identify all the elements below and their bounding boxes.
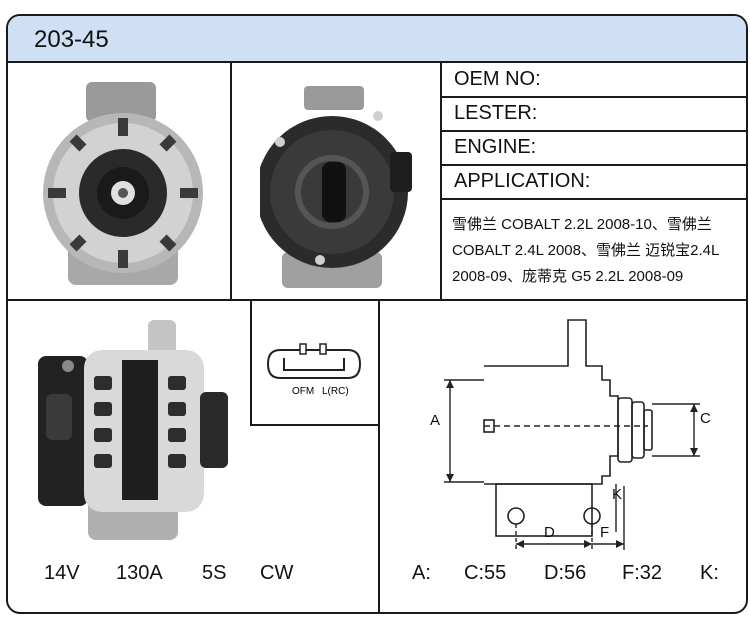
- connector-pin1-label: OFM: [292, 386, 314, 397]
- divider: [230, 61, 232, 299]
- divider: [440, 130, 746, 132]
- application-label: APPLICATION:: [454, 170, 591, 192]
- lester-label: LESTER:: [454, 102, 538, 124]
- dimension-k: K:: [700, 562, 719, 584]
- divider: [440, 61, 442, 299]
- alternator-rear-image: [260, 86, 412, 288]
- alternator-side-image: [38, 320, 228, 540]
- dimension-d: D:56: [544, 562, 587, 584]
- divider: [8, 299, 746, 301]
- divider: [250, 424, 380, 426]
- divider: [440, 96, 746, 98]
- dimension-d-label: D: [544, 524, 555, 541]
- product-sheet: 203-45 OEM NO: LESTER: ENGINE: APPLICATI…: [6, 14, 748, 614]
- title-bar: 203-45: [8, 16, 746, 63]
- oem-no-label: OEM NO:: [454, 68, 541, 90]
- dimension-f: F:32: [622, 562, 663, 584]
- alternator-front-image: [43, 82, 203, 285]
- dimension-a: A:: [412, 562, 431, 584]
- connector-pin2-label: L(RC): [322, 386, 349, 397]
- connector-diagram: OFM L(RC): [266, 343, 362, 397]
- divider: [250, 299, 252, 426]
- dimension-drawing: [444, 319, 700, 550]
- divider: [440, 164, 746, 166]
- dimension-f-label: F: [600, 524, 610, 541]
- dimension-k-label: K: [612, 486, 623, 503]
- spec-pulley: 5S: [202, 562, 227, 584]
- spec-voltage: 14V: [44, 562, 80, 584]
- divider: [378, 299, 380, 612]
- spec-current: 130A: [116, 562, 163, 584]
- dimension-c: C:55: [464, 562, 507, 584]
- spec-rotation: CW: [260, 562, 294, 584]
- dimension-c-label: C: [700, 410, 711, 427]
- part-number: 203-45: [34, 26, 109, 53]
- application-text: 雪佛兰 COBALT 2.2L 2008-10、雪佛兰 COBALT 2.4L …: [452, 216, 719, 285]
- divider: [440, 198, 746, 200]
- engine-label: ENGINE:: [454, 136, 537, 158]
- dimension-a-label: A: [430, 412, 441, 429]
